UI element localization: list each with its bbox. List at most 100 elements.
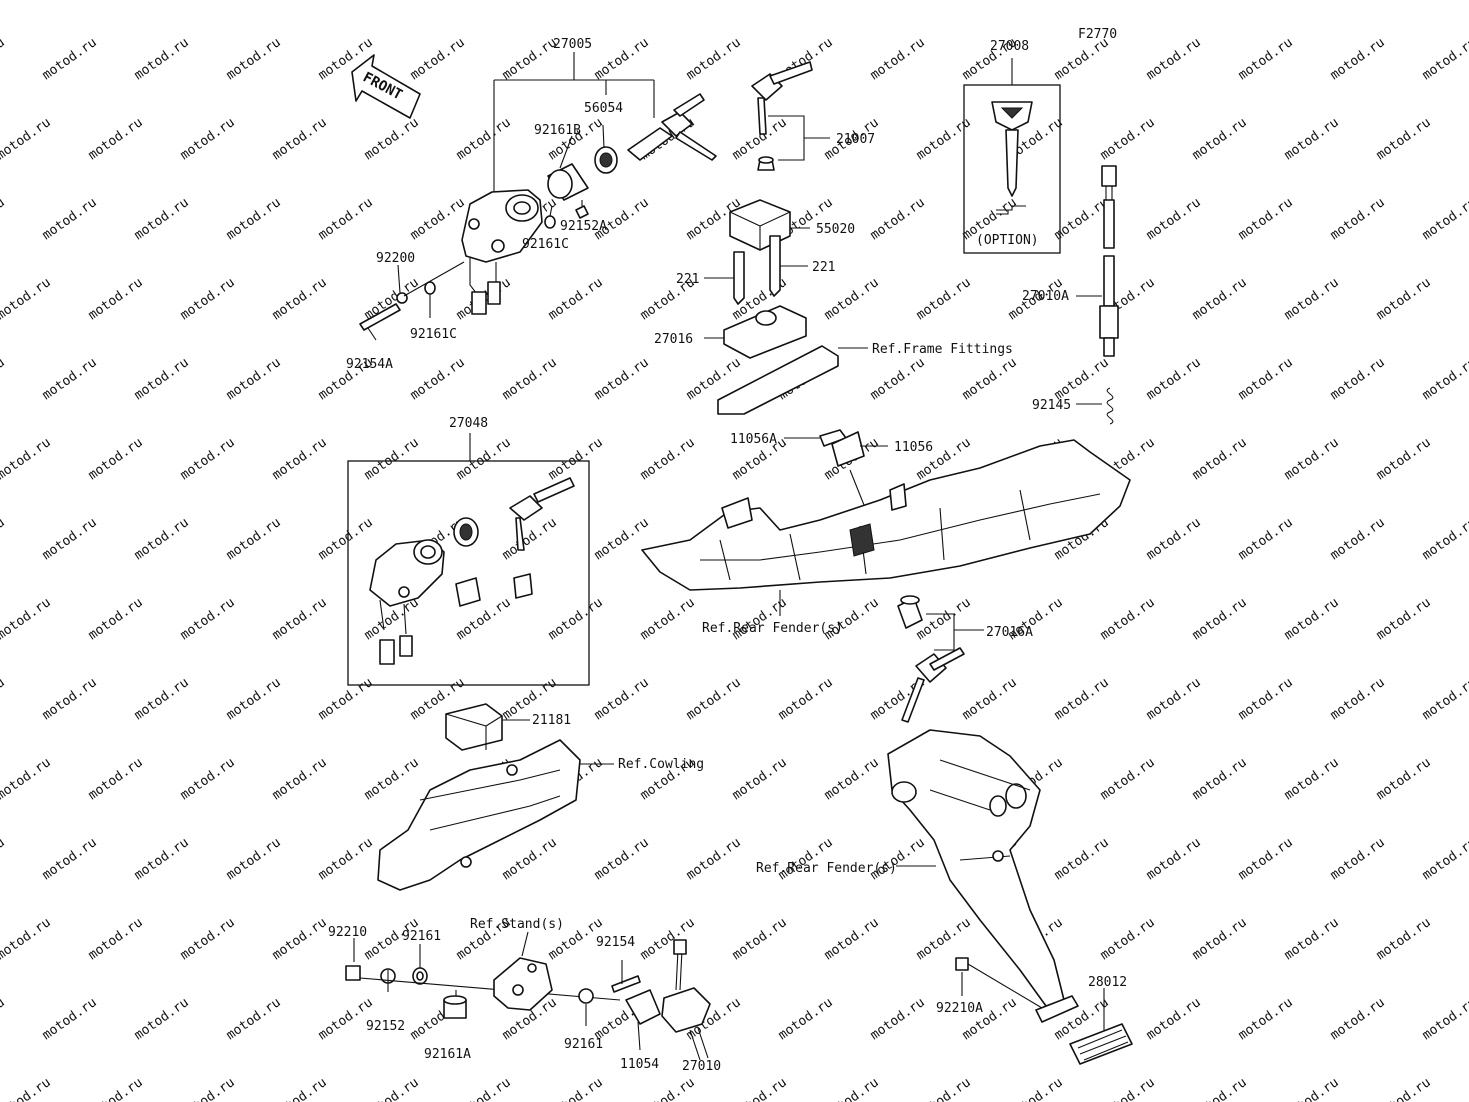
watermark-text: motod.ru	[454, 0, 514, 3]
watermark-text: motod.ru	[40, 515, 100, 563]
watermark-text: motod.ru	[1190, 1075, 1250, 1102]
watermark-text: motod.ru	[0, 435, 54, 483]
part-92145: 92145	[1032, 398, 1071, 413]
watermark-text: motod.ru	[362, 0, 422, 3]
watermark-text: motod.ru	[178, 115, 238, 163]
watermark-text: motod.ru	[0, 195, 8, 243]
watermark-text: motod.ru	[86, 755, 146, 803]
ref-stand: Ref.Stand(s)	[470, 917, 564, 932]
watermark-text: motod.ru	[86, 115, 146, 163]
watermark-text: motod.ru	[178, 435, 238, 483]
part-11054: 11054	[620, 1057, 659, 1072]
part-56054: 56054	[584, 101, 623, 116]
watermark-text: motod.ru	[1374, 275, 1434, 323]
watermark-text: motod.ru	[822, 1075, 882, 1102]
watermark-text: motod.ru	[270, 275, 330, 323]
part-27016: 27016	[654, 332, 693, 347]
switch-27010A	[1076, 165, 1119, 425]
lock-27016A	[897, 595, 984, 723]
watermark-text: motod.ru	[362, 435, 422, 483]
watermark-text: motod.ru	[0, 755, 54, 803]
watermark-text: motod.ru	[1328, 515, 1388, 563]
part-92161C-upper: 92161C	[522, 237, 569, 252]
watermark-text: motod.ru	[1374, 115, 1434, 163]
part-11056A: 11056A	[730, 432, 777, 447]
watermark-text: motod.ru	[1282, 115, 1342, 163]
ref-rear-fender-lower: Ref.Rear Fender(s)	[756, 861, 897, 876]
watermark-text: motod.ru	[1236, 995, 1296, 1043]
watermark-text: motod.ru	[822, 915, 882, 963]
watermark-text: motod.ru	[638, 1075, 698, 1102]
watermark-text: motod.ru	[316, 515, 376, 563]
watermark-text: motod.ru	[454, 115, 514, 163]
part-221-left: 221	[676, 272, 699, 287]
watermark-text: motod.ru	[132, 835, 192, 883]
watermark-text: motod.ru	[132, 355, 192, 403]
watermark-text: motod.ru	[0, 675, 8, 723]
watermark-text: motod.ru	[224, 35, 284, 83]
part-92154A: 92154A	[346, 357, 393, 372]
watermark-text: motod.ru	[178, 755, 238, 803]
watermark-text: motod.ru	[270, 435, 330, 483]
watermark-text: motod.ru	[316, 195, 376, 243]
ref-rear-fender-upper: Ref.Rear Fender(s)	[702, 621, 843, 636]
watermark-text: motod.ru	[1282, 435, 1342, 483]
watermark-text: motod.ru	[1144, 995, 1204, 1043]
watermark-text: motod.ru	[776, 995, 836, 1043]
ignition-switch-assembly	[359, 52, 717, 341]
watermark-text: motod.ru	[500, 355, 560, 403]
watermark-text: motod.ru	[1052, 835, 1112, 883]
watermark-text: motod.ru	[592, 675, 652, 723]
watermark-text: motod.ru	[1374, 435, 1434, 483]
watermark-text: motod.ru	[592, 355, 652, 403]
watermark-text: motod.ru	[822, 0, 882, 3]
watermark-text: motod.ru	[40, 835, 100, 883]
watermark-text: motod.ru	[1052, 355, 1112, 403]
watermark-text: motod.ru	[1098, 915, 1158, 963]
part-21181: 21181	[532, 713, 571, 728]
watermark-text: motod.ru	[132, 995, 192, 1043]
watermark-text: motod.ru	[1328, 675, 1388, 723]
lock-kit-27048	[347, 433, 590, 686]
watermark-text: motod.ru	[178, 1075, 238, 1102]
watermark-text: motod.ru	[316, 835, 376, 883]
watermark-text: motod.ru	[1190, 915, 1250, 963]
watermark-text: motod.ru	[270, 115, 330, 163]
watermark-text: motod.ru	[546, 595, 606, 643]
watermark-text: motod.ru	[86, 275, 146, 323]
watermark-text: motod.ru	[86, 915, 146, 963]
part-221-right: 221	[812, 260, 835, 275]
watermark-text: motod.ru	[408, 35, 468, 83]
watermark-text: motod.ru	[408, 195, 468, 243]
watermark-text: motod.ru	[1052, 195, 1112, 243]
part-92161-right: 92161	[564, 1037, 603, 1052]
rear-fender-lower	[887, 729, 1133, 1065]
watermark-text: motod.ru	[362, 755, 422, 803]
part-27010: 27010	[682, 1059, 721, 1074]
watermark-text: motod.ru	[868, 195, 928, 243]
part-92210A: 92210A	[936, 1001, 983, 1016]
watermark-text: motod.ru	[40, 995, 100, 1043]
watermark-text: motod.ru	[1098, 755, 1158, 803]
watermark-text: motod.ru	[1374, 755, 1434, 803]
watermark-text: motod.ru	[546, 275, 606, 323]
watermark-text: motod.ru	[960, 355, 1020, 403]
watermark-text: motod.ru	[1374, 595, 1434, 643]
watermark-text: motod.ru	[270, 1075, 330, 1102]
watermark-text: motod.ru	[776, 835, 836, 883]
watermark-text: motod.ru	[408, 355, 468, 403]
part-11056: 11056	[894, 440, 933, 455]
watermark-text: motod.ru	[362, 275, 422, 323]
watermark-text: motod.ru	[1282, 1075, 1342, 1102]
watermark-text: motod.ru	[178, 0, 238, 3]
watermark-text: motod.ru	[868, 355, 928, 403]
watermark-text: motod.ru	[224, 195, 284, 243]
watermark-text: motod.ru	[638, 595, 698, 643]
watermark-text: motod.ru	[1420, 35, 1469, 83]
watermark-text: motod.ru	[178, 275, 238, 323]
part-92161A: 92161A	[424, 1047, 471, 1062]
figure-code: F2770	[1078, 27, 1117, 42]
watermark-text: motod.ru	[0, 0, 54, 3]
bracket-assembly	[704, 199, 868, 415]
